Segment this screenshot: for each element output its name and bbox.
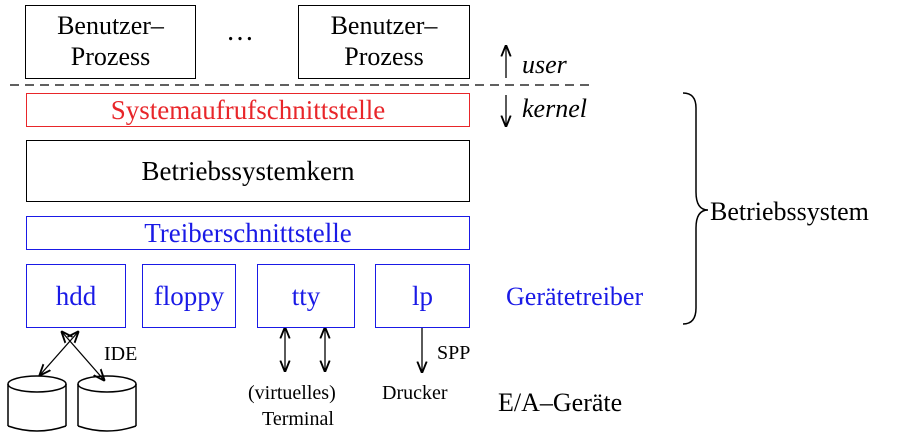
user-process-box-left: Benutzer– Prozess — [25, 5, 196, 79]
ide-label: IDE — [104, 343, 138, 365]
printer-label: Drucker — [382, 382, 448, 404]
driver-interface-box: Treiberschnittstelle — [26, 216, 470, 250]
syscall-interface-label: Systemaufrufschnittstelle — [110, 94, 386, 125]
driver-floppy-box: floppy — [142, 264, 236, 328]
ide-arrow-left — [40, 332, 78, 375]
driver-floppy-label: floppy — [153, 280, 225, 311]
driver-hdd-box: hdd — [26, 264, 126, 328]
terminal-label-line1: (virtuelles) — [248, 382, 336, 404]
device-drivers-label: Gerätetreiber — [506, 282, 644, 311]
driver-interface-label: Treiberschnittstelle — [144, 217, 352, 248]
driver-hdd-label: hdd — [55, 280, 97, 311]
kernel-core-box: Betriebssystemkern — [26, 140, 470, 202]
driver-lp-label: lp — [411, 280, 433, 311]
disk-2-icon — [77, 375, 137, 432]
os-brace — [682, 92, 709, 325]
syscall-interface-box: Systemaufrufschnittstelle — [26, 93, 470, 127]
user-process-left-line2: Prozess — [70, 42, 151, 71]
driver-tty-box: tty — [257, 264, 355, 328]
user-process-right-line1: Benutzer– — [330, 11, 438, 41]
driver-lp-box: lp — [375, 264, 470, 328]
user-process-right-line2: Prozess — [344, 42, 424, 71]
driver-tty-label: tty — [291, 280, 321, 311]
spp-label: SPP — [437, 342, 471, 364]
user-mode-label: user — [522, 50, 567, 79]
user-process-box-right: Benutzer– Prozess — [298, 5, 470, 79]
kernel-core-label: Betriebssystemkern — [141, 155, 355, 186]
kernel-mode-label: kernel — [522, 94, 587, 123]
ide-arrow-right — [62, 332, 104, 380]
user-process-left-line1: Benutzer– — [57, 11, 164, 41]
process-ellipsis: … — [226, 16, 256, 47]
disk-1-icon — [7, 375, 67, 432]
operating-system-label: Betriebssystem — [710, 197, 869, 226]
io-devices-label: E/A–Geräte — [498, 388, 623, 417]
terminal-label-line2: Terminal — [262, 408, 334, 430]
